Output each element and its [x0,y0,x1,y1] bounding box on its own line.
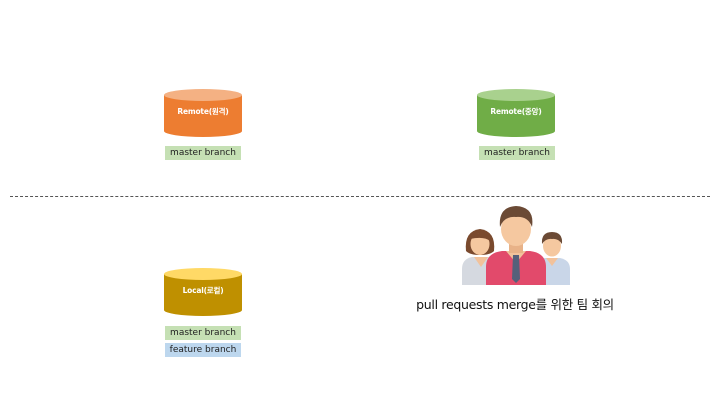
database-cylinder-icon [164,89,242,137]
team-people-icon [462,206,570,285]
local-cylinder: Local(로컬) [164,268,242,316]
cylinder-body [477,95,555,137]
cylinder-top [477,89,555,101]
man-figure-center [486,206,546,285]
local-feature-branch: feature branch [165,343,241,357]
cylinder-body [164,274,242,316]
remote-origin-master-branch: master branch [165,146,241,160]
remote-origin-cylinder: Remote(원격) [164,89,242,137]
cylinder-body [164,95,242,137]
remote-upstream-cylinder: Remote(중앙) [477,89,555,137]
cylinder-top [164,268,242,280]
remote-local-divider [10,196,710,197]
remote-origin-label: Remote(원격) [177,107,229,116]
local-master-branch: master branch [165,326,241,340]
remote-upstream-label: Remote(중앙) [490,107,542,116]
meeting-caption: pull requests merge를 위한 팀 회의 [416,297,614,312]
local-label: Local(로컬) [182,286,224,295]
database-cylinder-icon [477,89,555,137]
remote-upstream-master-branch: master branch [479,146,555,160]
cylinder-top [164,89,242,101]
database-cylinder-icon [164,268,242,316]
